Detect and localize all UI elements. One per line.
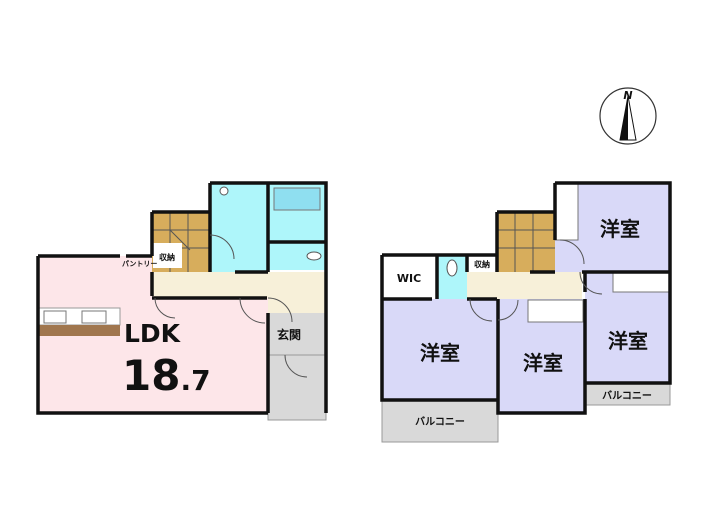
entrance <box>268 313 326 355</box>
floor-1: パントリー 収納 玄関 LDK 18.7 <box>36 181 328 421</box>
compass-north-label: N <box>623 89 632 102</box>
washroom <box>210 183 268 272</box>
sink-icon <box>81 310 107 324</box>
balcony-left <box>381 399 499 443</box>
stove-icon <box>43 310 67 324</box>
storage-1f <box>153 243 182 268</box>
floor-2: WIC 収納 洋室 洋室 洋室 洋室 バルコニー バルコニー <box>380 181 672 443</box>
stairs-2f <box>497 212 555 272</box>
storage-2f <box>467 255 497 272</box>
pantry-label: パントリー <box>122 259 157 268</box>
balcony-right-label: バルコニー <box>602 390 652 402</box>
bedroom-bottom-left-label: 洋室 <box>420 341 460 365</box>
wic-label: WIC <box>397 272 421 285</box>
wic <box>382 255 437 299</box>
bedroom-top-right-label: 洋室 <box>600 217 640 241</box>
bedroom-right-label: 洋室 <box>608 329 648 353</box>
bedroom-bottom-left <box>382 299 498 400</box>
porch <box>267 354 327 421</box>
balcony-left-label: バルコニー <box>415 416 465 428</box>
hall-2f <box>467 272 582 299</box>
entrance-label: 玄関 <box>277 327 301 342</box>
compass: N <box>599 87 657 145</box>
ldk-label: LDK <box>124 319 182 348</box>
ldk-size: 18.7 <box>122 351 211 400</box>
bedroom-middle-label: 洋室 <box>523 351 563 375</box>
storage-2f-label: 収納 <box>474 259 490 269</box>
north-arrow-icon <box>620 96 628 140</box>
storage-1f-label: 収納 <box>159 252 175 262</box>
